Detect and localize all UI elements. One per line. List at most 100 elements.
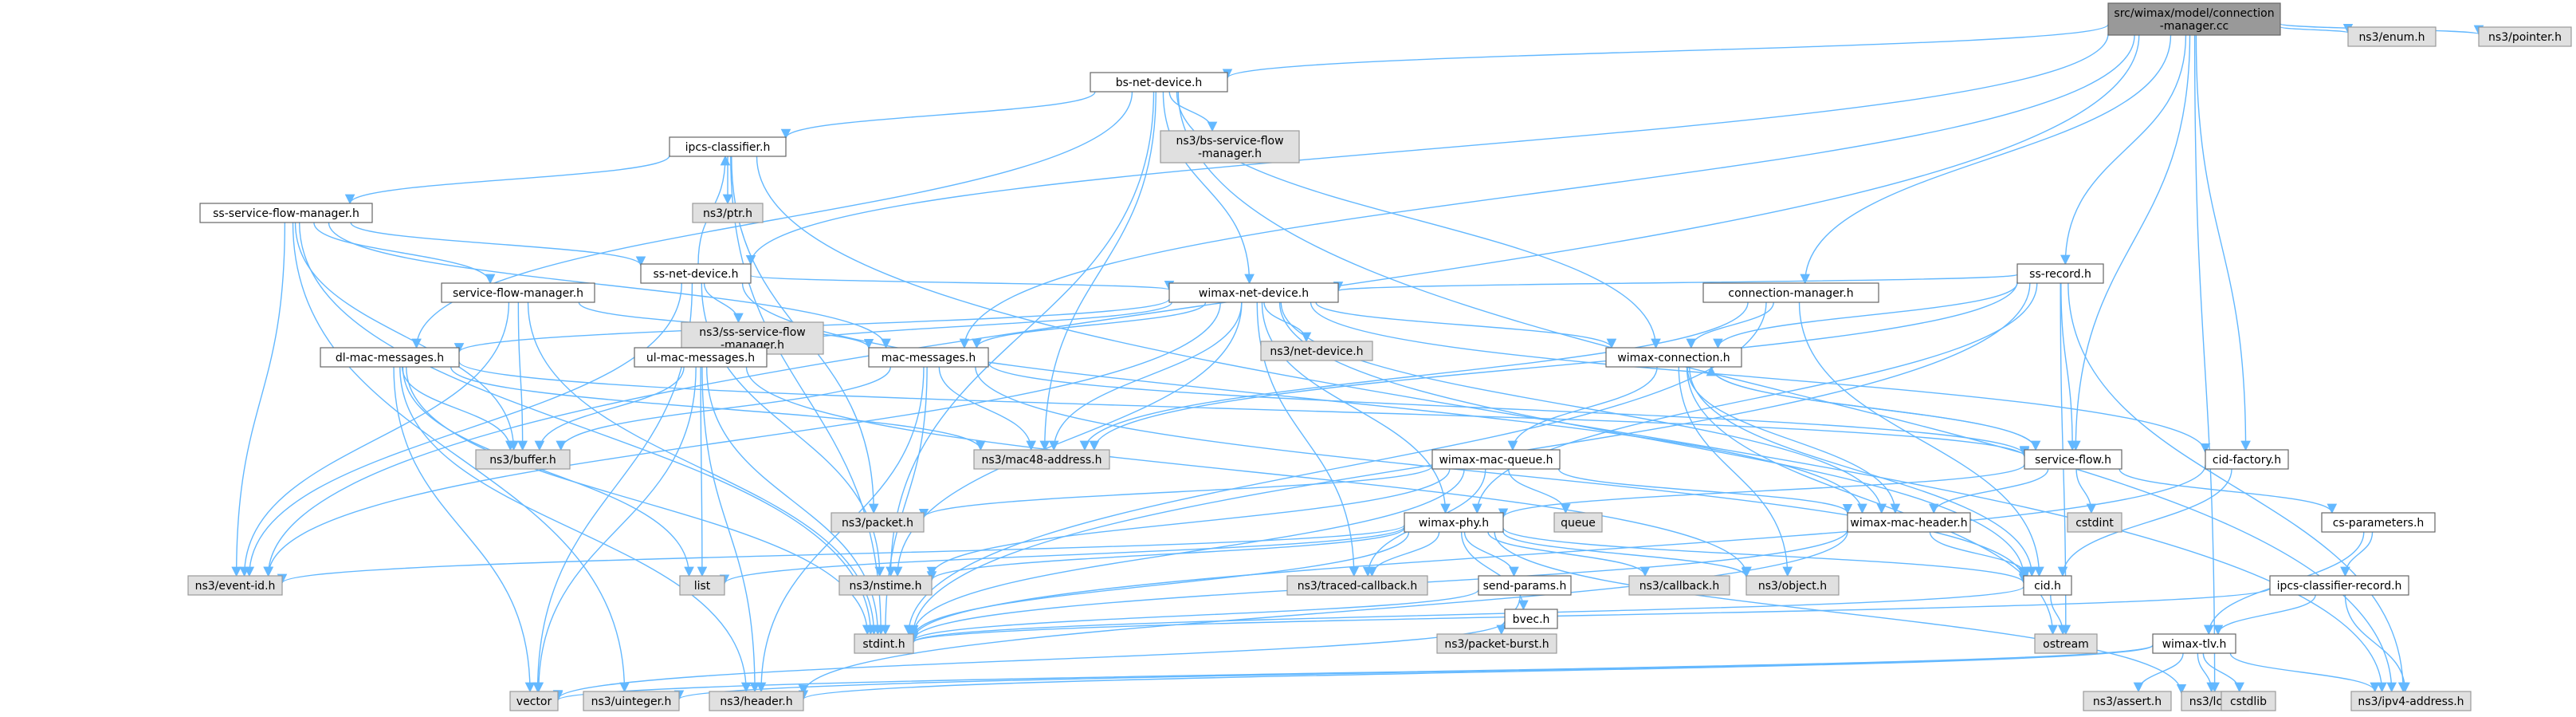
node-ssnet[interactable]: ss-net-device.h: [640, 263, 752, 284]
edge-dl-to-list: [402, 366, 694, 577]
edge-wmh-to-cid: [1929, 531, 2032, 577]
node-sendp[interactable]: send-params.h: [1478, 575, 1572, 596]
node-cid[interactable]: cid.h: [2023, 575, 2072, 596]
edge-bs-to-bssf: [1168, 91, 1218, 132]
edge-wconn-to-cid: [1688, 366, 2037, 577]
node-box-cid: [2023, 575, 2072, 596]
edge-bs-to-dl: [411, 91, 1133, 349]
node-label-traced: ns3/traced-callback.h: [1298, 580, 1418, 593]
node-dl[interactable]: dl-mac-messages.h: [320, 347, 460, 368]
node-label-ostream: ostream: [2043, 638, 2089, 651]
node-root[interactable]: src/wimax/model/connection-manager.cc: [2107, 2, 2281, 36]
node-label-cid: cid.h: [2034, 580, 2061, 593]
edge-wconn-to-wmq: [1507, 366, 1658, 451]
node-mac48: ns3/mac48-address.h: [973, 449, 1110, 470]
edge-dl-to-buffer: [401, 366, 516, 451]
edge-bs-to-mac48: [1039, 91, 1156, 451]
edge-ipcsrec-to-ipv4: [2344, 594, 2410, 693]
edge-tlv-to-log: [2197, 652, 2217, 693]
node-pburst: ns3/packet-burst.h: [1436, 633, 1557, 654]
node-stdint: stdint.h: [854, 633, 914, 654]
node-box-dl: [320, 347, 460, 368]
edge-root-to-enum: [2280, 23, 2354, 34]
edge-wnd-to-wphy: [1261, 301, 1451, 514]
node-wconn[interactable]: wimax-connection.h: [1605, 347, 1742, 368]
node-nstime: ns3/nstime.h: [838, 575, 933, 596]
node-label-dl: dl-mac-messages.h: [336, 352, 444, 364]
node-box-stdint: [854, 633, 914, 654]
node-cm[interactable]: connection-manager.h: [1702, 282, 1879, 303]
node-box-sssfm: [199, 203, 373, 223]
node-wphy[interactable]: wimax-phy.h: [1404, 512, 1504, 533]
node-box-pburst: [1436, 633, 1557, 654]
node-cidf[interactable]: cid-factory.h: [2205, 449, 2289, 470]
edge-ul-to-object: [745, 366, 1752, 577]
node-label-mac48: ns3/mac48-address.h: [982, 454, 1102, 467]
edge-root-to-ssrec: [2060, 34, 2187, 266]
node-macmsg[interactable]: mac-messages.h: [868, 347, 989, 368]
node-label-ipv4: ns3/ipv4-address.h: [2358, 695, 2464, 708]
node-box-sf: [2024, 449, 2122, 470]
node-box-macmsg: [868, 347, 989, 368]
node-ostream: ostream: [2034, 633, 2098, 654]
node-wmq[interactable]: wimax-mac-queue.h: [1431, 449, 1561, 470]
node-label-stdint: stdint.h: [862, 638, 905, 651]
node-box-ul: [634, 347, 768, 368]
node-ipcs[interactable]: ipcs-classifier.h: [669, 136, 787, 157]
edge-tlv-to-cstdlib: [2202, 652, 2244, 693]
edge-ul-to-vector: [533, 366, 697, 693]
node-label-nstime: ns3/nstime.h: [850, 580, 922, 593]
edge-bs-to-ipcs: [780, 91, 1096, 140]
node-label-sendp: send-params.h: [1483, 580, 1567, 593]
node-label-cidf: cid-factory.h: [2213, 454, 2281, 467]
node-box-list: [679, 575, 725, 596]
node-bs[interactable]: bs-net-device.h: [1090, 72, 1228, 93]
edge-root-to-macmsg: [959, 34, 2135, 349]
node-box-nstime: [838, 575, 933, 596]
node-header: ns3/header.h: [709, 691, 804, 711]
edge-cid-to-stdint: [909, 585, 2024, 644]
node-label-netdev: ns3/net-device.h: [1270, 345, 1363, 358]
edge-sssfm-to-ssnet: [350, 222, 646, 267]
node-box-cstdlib: [2221, 691, 2276, 711]
node-label-ptr: ns3/ptr.h: [703, 207, 752, 220]
node-label-bssf-1: -manager.h: [1198, 148, 1262, 160]
node-box-ptr: [692, 203, 764, 223]
node-bvec[interactable]: bvec.h: [1504, 609, 1558, 629]
edge-bs-to-ipv4: [1177, 91, 2397, 693]
node-sfm[interactable]: service-flow-manager.h: [441, 282, 595, 303]
edge-sssfm-to-uinteger: [292, 222, 630, 693]
node-packet: ns3/packet.h: [831, 512, 925, 533]
node-wnd[interactable]: wimax-net-device.h: [1168, 282, 1339, 303]
edge-sssfm-to-sfm: [313, 222, 496, 285]
node-label-sssfm: ss-service-flow-manager.h: [213, 207, 359, 220]
node-ssrec[interactable]: ss-record.h: [2016, 263, 2104, 284]
node-csp[interactable]: cs-parameters.h: [2321, 512, 2436, 533]
node-label-cstdlib: cstdlib: [2230, 695, 2267, 708]
edge-ssrec-to-wnd: [1333, 274, 2018, 292]
node-buffer: ns3/buffer.h: [475, 449, 571, 470]
node-wmh[interactable]: wimax-mac-header.h: [1847, 512, 1971, 533]
edge-ipcs-to-stdint: [730, 156, 886, 636]
node-ipcsrec[interactable]: ipcs-classifier-record.h: [2269, 575, 2409, 596]
node-label-wmq: wimax-mac-queue.h: [1439, 454, 1553, 467]
node-box-ssnet: [640, 263, 752, 284]
edge-root-to-ssnet: [745, 33, 2109, 266]
node-sf[interactable]: service-flow.h: [2024, 449, 2122, 470]
edge-sf-to-wconn: [1706, 365, 2036, 451]
node-tlv[interactable]: wimax-tlv.h: [2152, 633, 2236, 654]
node-box-sendp: [1478, 575, 1572, 596]
edge-tlv-to-header: [799, 644, 2154, 700]
edge-ssnet-to-wnd: [750, 274, 1174, 291]
edge-root-to-cm: [1800, 34, 2172, 285]
node-box-eventid: [187, 575, 283, 596]
edge-ul-to-list: [697, 366, 708, 577]
node-list: list: [679, 575, 725, 596]
node-eventid: ns3/event-id.h: [187, 575, 283, 596]
edge-wphy-to-log: [1494, 531, 2187, 695]
node-ul[interactable]: ul-mac-messages.h: [634, 347, 768, 368]
edge-bs-to-nstime: [886, 91, 1155, 577]
node-sssfm[interactable]: ss-service-flow-manager.h: [199, 203, 373, 223]
node-pointer: ns3/pointer.h: [2478, 26, 2572, 47]
node-label-callback: ns3/callback.h: [1639, 580, 1719, 593]
